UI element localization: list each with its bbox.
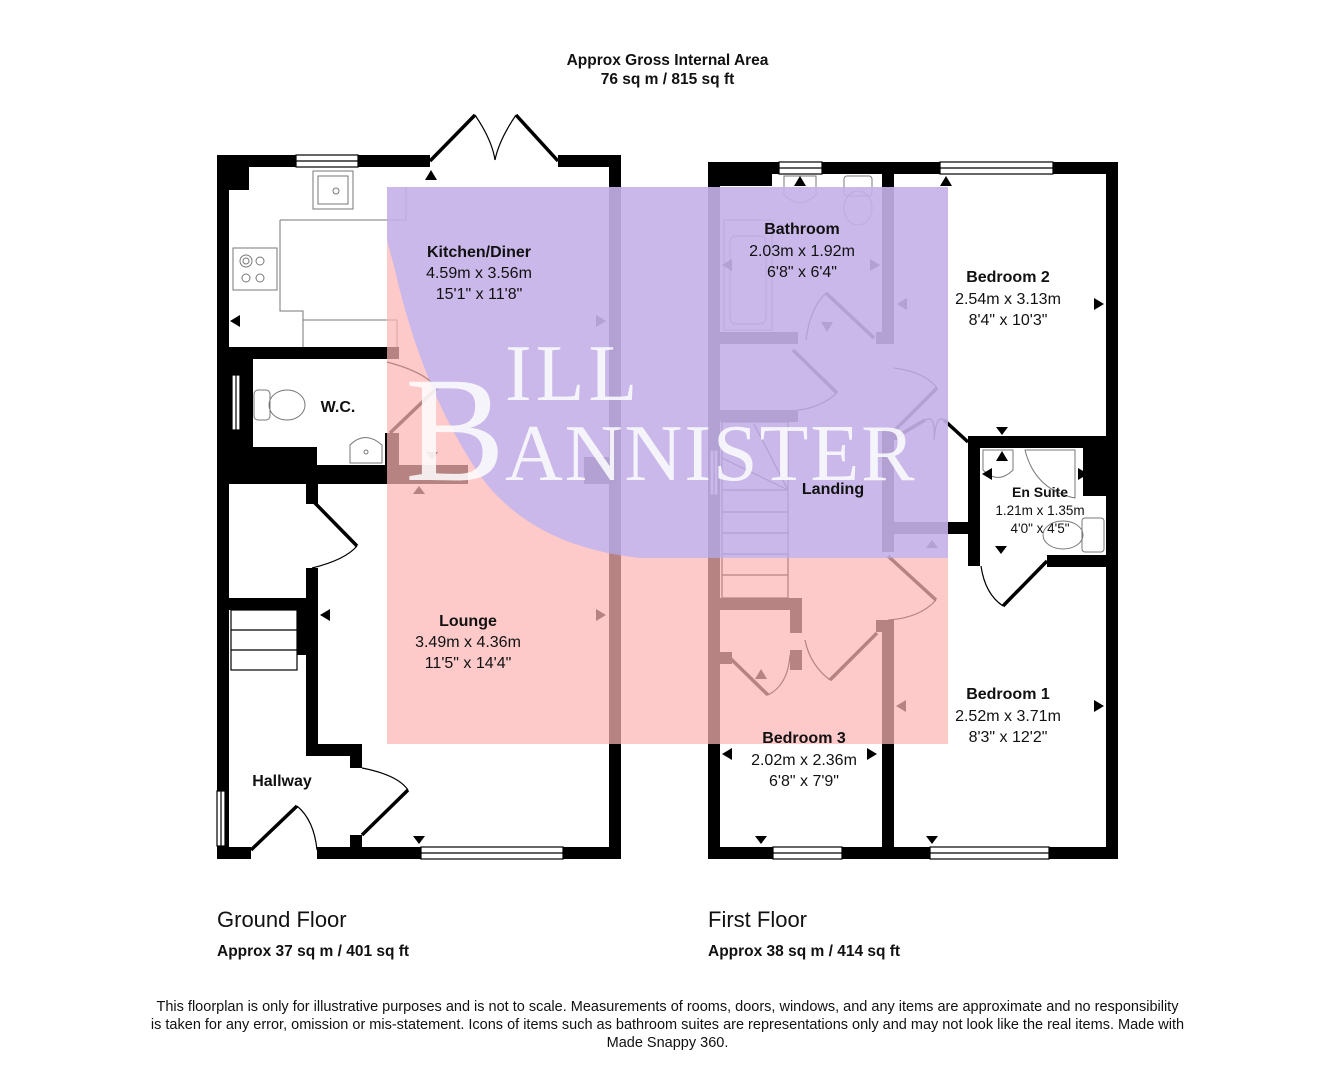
svg-text:Bedroom 3: Bedroom 3 (762, 730, 846, 747)
svg-text:4'0" x 4'5": 4'0" x 4'5" (1010, 521, 1069, 536)
room-label-bedroom-3: Bedroom 3 2.02m x 2.36m 6'8" x 7'9" (751, 730, 857, 790)
room-label-bedroom-1: Bedroom 1 2.52m x 3.71m 8'3" x 12'2" (955, 686, 1061, 746)
svg-text:Bathroom: Bathroom (764, 221, 840, 238)
watermark-initial-b: B (405, 347, 505, 513)
svg-text:Hallway: Hallway (252, 773, 312, 790)
watermark-text-ill: ILL (505, 330, 641, 418)
disclaimer-text: This floorplan is only for illustrative … (150, 999, 1185, 1051)
ground-floor-name: Ground Floor (217, 907, 347, 932)
svg-text:Bedroom 2: Bedroom 2 (966, 269, 1050, 286)
svg-text:2.03m x 1.92m: 2.03m x 1.92m (749, 243, 855, 260)
svg-text:Bedroom 1: Bedroom 1 (966, 686, 1050, 703)
watermark-text-annister: ANNISTER (505, 410, 917, 498)
svg-text:Landing: Landing (802, 481, 864, 498)
title-line-1: Approx Gross Internal Area (566, 52, 769, 69)
svg-text:6'8" x 6'4": 6'8" x 6'4" (767, 264, 837, 281)
svg-text:En Suite: En Suite (1012, 484, 1068, 500)
room-label-landing: Landing (802, 481, 864, 498)
svg-text:1.21m x 1.35m: 1.21m x 1.35m (995, 503, 1084, 518)
svg-text:2.02m x 2.36m: 2.02m x 2.36m (751, 752, 857, 769)
svg-text:Kitchen/Diner: Kitchen/Diner (427, 244, 531, 261)
svg-text:2.52m x 3.71m: 2.52m x 3.71m (955, 708, 1061, 725)
room-label-bedroom-2: Bedroom 2 2.54m x 3.13m 8'4" x 10'3" (955, 269, 1061, 329)
svg-text:8'3" x 12'2": 8'3" x 12'2" (969, 729, 1048, 746)
svg-text:11'5" x 14'4": 11'5" x 14'4" (425, 655, 512, 672)
svg-text:6'8" x 7'9": 6'8" x 7'9" (769, 773, 839, 790)
gross-internal-area-title: Approx Gross Internal Area 76 sq m / 815… (0, 51, 1335, 89)
room-label-en-suite: En Suite 1.21m x 1.35m 4'0" x 4'5" (995, 484, 1084, 536)
svg-text:3.49m x 4.36m: 3.49m x 4.36m (415, 634, 521, 651)
svg-text:Lounge: Lounge (439, 613, 497, 630)
bill-bannister-watermark: B ILL ANNISTER (387, 187, 948, 744)
first-floor-name: First Floor (708, 907, 807, 932)
svg-text:2.54m x 3.13m: 2.54m x 3.13m (955, 291, 1061, 308)
room-label-bathroom: Bathroom 2.03m x 1.92m 6'8" x 6'4" (749, 221, 855, 281)
svg-text:15'1" x 11'8": 15'1" x 11'8" (436, 286, 523, 303)
room-label-hallway: Hallway (252, 773, 312, 790)
title-line-2: 76 sq m / 815 sq ft (600, 71, 735, 88)
svg-text:4.59m x 3.56m: 4.59m x 3.56m (426, 265, 532, 282)
first-floor-area: Approx 38 sq m / 414 sq ft (708, 943, 901, 960)
svg-text:8'4" x 10'3": 8'4" x 10'3" (969, 312, 1048, 329)
room-label-lounge: Lounge 3.49m x 4.36m 11'5" x 14'4" (415, 613, 521, 672)
ground-floor-area: Approx 37 sq m / 401 sq ft (217, 943, 410, 960)
room-label-kitchen-diner: Kitchen/Diner 4.59m x 3.56m 15'1" x 11'8… (426, 244, 532, 303)
room-label-wc: W.C. (321, 399, 356, 416)
svg-text:W.C.: W.C. (321, 399, 356, 416)
